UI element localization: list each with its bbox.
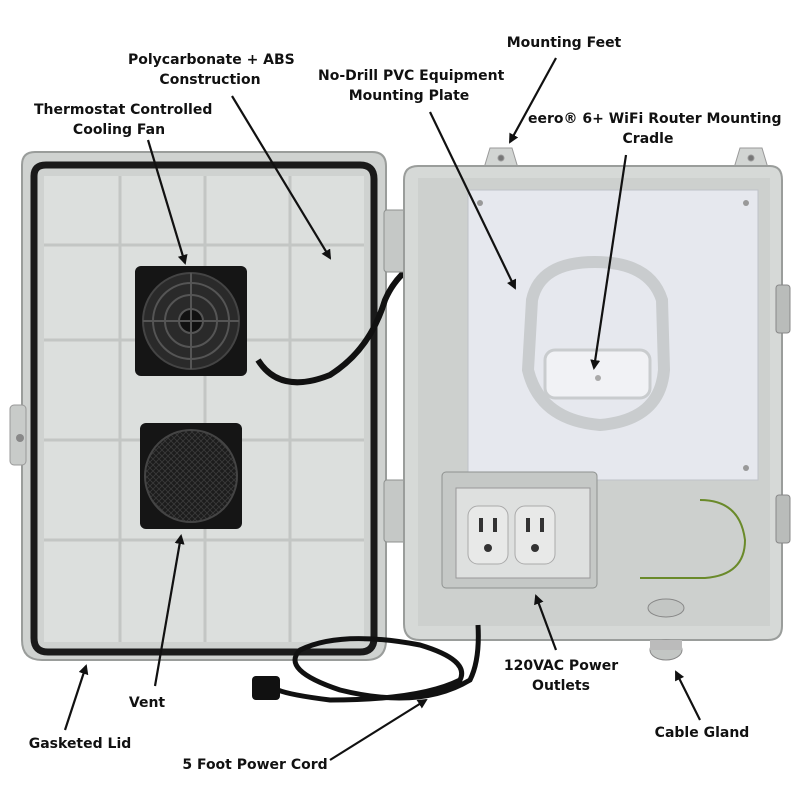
label-gasketed-lid: Gasketed Lid [28,736,132,752]
power-cord [252,624,481,703]
vent-grill [140,423,242,529]
enclosure-box [403,147,791,661]
arrow-polycarbonate [231,95,332,260]
label-mounting-plate: No-Drill PVC Equipment Mounting Plate [318,68,505,104]
arrow-router-cradle [590,154,628,370]
gasketed-lid [9,151,473,661]
cable-gland [647,598,685,661]
arrow-gasketed-lid [63,664,89,731]
label-router-cradle: eero® 6+ WiFi Router Mounting Cradle [528,111,782,147]
label-fan: Thermostat Controlled Cooling Fan [34,102,213,138]
hinges [383,209,407,543]
label-polycarbonate: Polycarbonate + ABS Construction [128,52,295,88]
label-outlets: 120VAC Power Outlets [503,658,619,694]
arrow-power-cord [329,698,428,761]
arrow-outlets [534,594,558,651]
label-power-cord: 5 Foot Power Cord [182,757,328,773]
arrow-cable-gland [675,670,701,721]
cooling-fan [135,266,247,376]
callout-arrows [63,57,701,761]
power-outlets [441,471,598,589]
label-vent: Vent [128,695,166,711]
label-mounting-feet: Mounting Feet [506,35,622,51]
outlet-left [467,505,509,565]
arrow-mounting-feet [509,57,557,144]
arrow-vent [153,534,185,687]
mounting-plate [467,189,759,481]
arrow-mounting-plate [429,111,517,290]
arrow-fan [146,139,188,265]
box-latches [775,284,791,544]
label-cable-gland: Cable Gland [654,725,750,741]
outlet-right [514,505,556,565]
router-cradle [521,255,671,432]
